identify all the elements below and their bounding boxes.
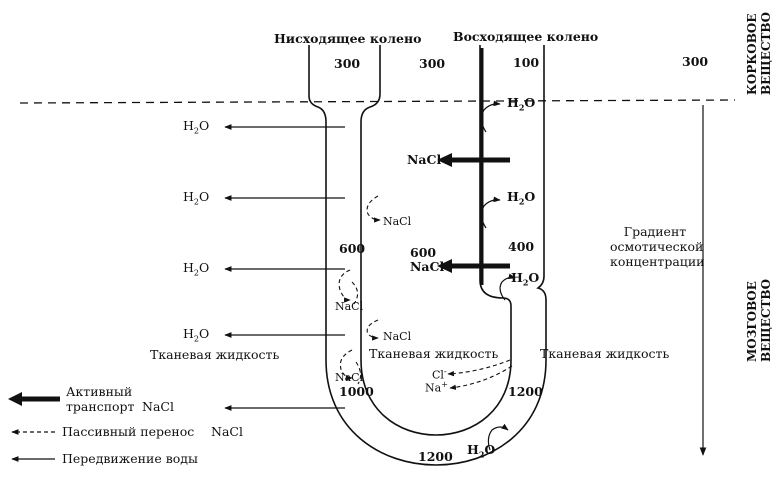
legend-active-label-1: Активный: [66, 384, 133, 399]
water-label-ascending-3: H2O: [511, 270, 540, 288]
descending-limb-label: Нисходящее колено: [274, 31, 422, 46]
tissue-fluid-left: Тканевая жидкость: [150, 347, 280, 362]
passive-transport-arrows: [338, 195, 513, 390]
legend-active-label-2: транспорт: [66, 399, 135, 414]
legend-passive-salt: NaCl: [211, 424, 243, 439]
water-label-4: H2O: [183, 326, 210, 344]
active-arrow-top-head: [437, 153, 452, 167]
gradient-label-2: осмотической: [610, 239, 704, 254]
water-label-bottom: H2O: [467, 442, 496, 460]
chloride-ion-label: Cl-: [432, 367, 447, 382]
legend-water-label: Передвижение воды: [62, 451, 198, 466]
legend-passive-label: Пассивный перенос: [62, 424, 195, 439]
cortex-label-1: КОРКОВОЕ: [745, 13, 759, 95]
conc-outside-top: 300: [682, 54, 709, 69]
nacl-passive-2: NaCl: [335, 300, 364, 313]
conc-descending-low: 1000: [339, 384, 374, 399]
water-label-ascending-1: H2O: [507, 95, 536, 113]
tissue-fluid-right: Тканевая жидкость: [540, 346, 670, 361]
gradient-label-3: концентрации: [610, 254, 705, 269]
conc-ascending-low: 1200: [508, 384, 543, 399]
medulla-label-2: ВЕЩЕСТВО: [759, 278, 773, 362]
conc-descending-top: 300: [334, 56, 361, 71]
water-label-ascending-2: H2O: [507, 189, 536, 207]
loop-outer-wall: [308, 45, 547, 466]
active-transport-arrows: [437, 153, 510, 273]
conc-descending-mid: 600: [339, 241, 366, 256]
nacl-active-mid: NaCl: [410, 259, 445, 274]
tissue-fluid-center: Тканевая жидкость: [369, 346, 499, 361]
water-label-1: H2O: [183, 118, 210, 136]
curved-water-arrows: [480, 100, 516, 451]
legend-active-head: [8, 392, 22, 406]
ascending-limb-label: Восходящее колено: [453, 29, 599, 44]
water-arrows: [224, 124, 345, 411]
medulla-label-1: МОЗГОВОЕ: [745, 281, 759, 362]
conc-ascending-mid-in: 600: [410, 245, 437, 260]
legend-active-salt: NaCl: [142, 399, 174, 414]
conc-between-top: 300: [419, 56, 446, 71]
active-arrow-mid-head: [437, 259, 452, 273]
nacl-active-top: NaCl: [407, 152, 442, 167]
water-label-3: H2O: [183, 260, 210, 278]
conc-bottom: 1200: [418, 449, 453, 464]
nacl-passive-1: NaCl: [383, 215, 412, 228]
sodium-ion-label: Na+: [425, 380, 448, 395]
nacl-passive-3: NaCl: [383, 330, 412, 343]
legend-symbols: [8, 392, 60, 462]
water-label-2: H2O: [183, 189, 210, 207]
conc-ascending-mid-out: 400: [508, 239, 535, 254]
cortex-label-2: ВЕЩЕСТВО: [759, 11, 773, 95]
conc-ascending-top: 100: [513, 55, 540, 70]
nacl-passive-4: NaCl: [335, 371, 364, 384]
gradient-label-1: Градиент: [623, 224, 687, 239]
